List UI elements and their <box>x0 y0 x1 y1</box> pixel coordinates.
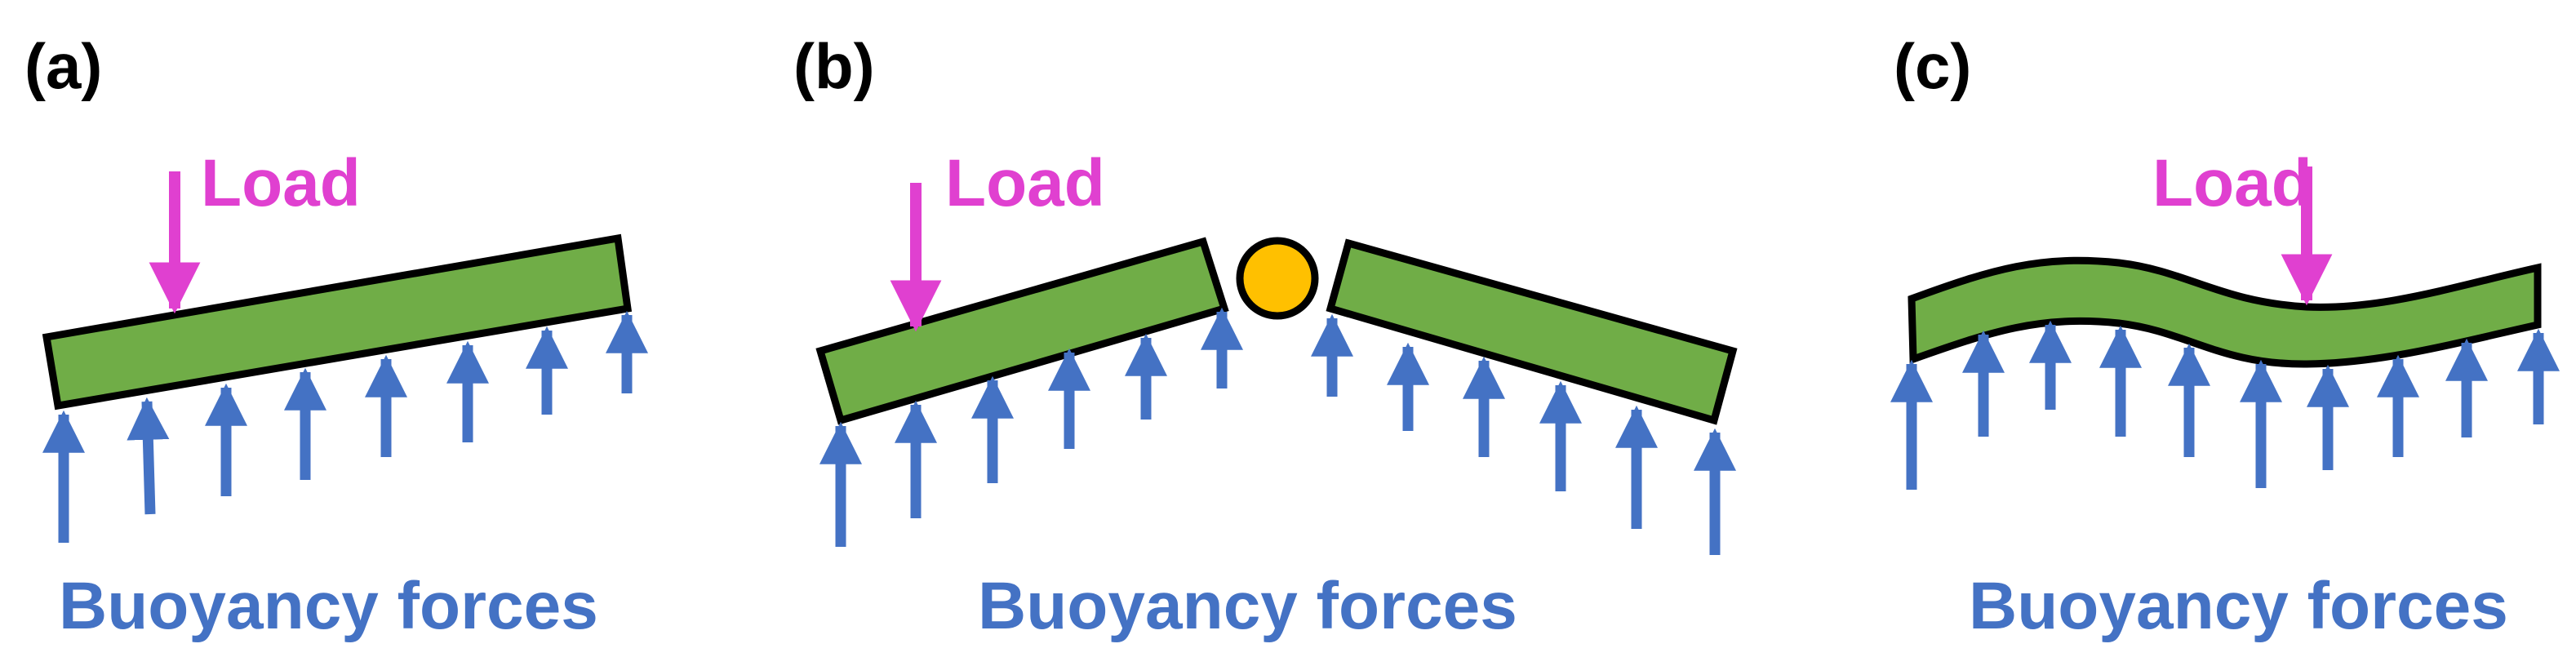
panel-a: (a) Load Buoyancy forces <box>24 30 648 643</box>
flexible-beam <box>1908 256 2542 368</box>
rigid-beam <box>42 233 633 411</box>
buoyancy-arrows <box>1890 320 2560 490</box>
buoyancy-arrows <box>42 310 648 543</box>
panel-a-label: (a) <box>24 30 102 102</box>
panel-c-label: (c) <box>1894 30 1971 102</box>
panel-c: (c) Load Buoyancy forces <box>1890 30 2560 643</box>
left-beam-segment <box>815 237 1229 425</box>
panel-b: (b) Load Buoyancy forces <box>793 30 1738 643</box>
hinge-joint <box>1236 237 1319 320</box>
load-label: Load <box>945 146 1105 220</box>
load-label: Load <box>2152 146 2312 220</box>
panel-b-label: (b) <box>793 30 875 102</box>
right-beam-segment <box>1326 238 1738 425</box>
buoyancy-forces-label: Buoyancy forces <box>978 569 1517 643</box>
buoyancy-arrows <box>819 307 1736 555</box>
buoyancy-forces-label: Buoyancy forces <box>1969 569 2508 643</box>
buoyancy-forces-label: Buoyancy forces <box>59 569 598 643</box>
buoyancy-arrow <box>127 397 170 515</box>
load-label: Load <box>201 146 361 220</box>
